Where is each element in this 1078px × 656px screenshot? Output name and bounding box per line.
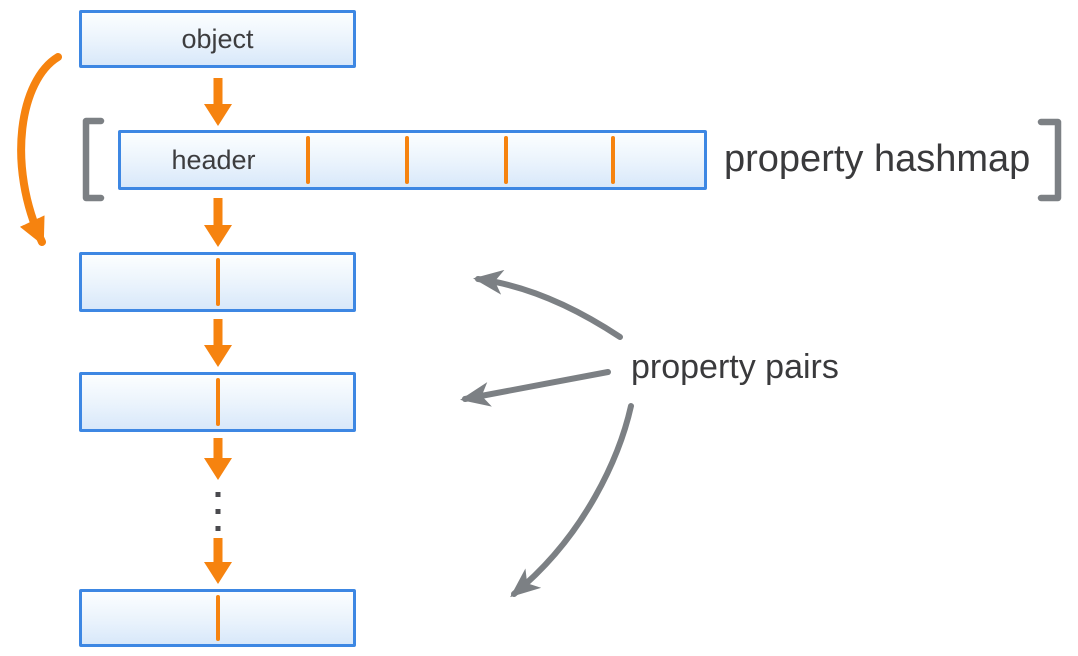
property-pair-box-2: [79, 372, 356, 432]
pointer-arrow-bottom-icon: [510, 403, 634, 598]
ellipsis-dots: [215, 492, 221, 531]
arrow-ellipsis-to-pair3: [204, 538, 232, 584]
curved-arrow-object-to-pair1: [17, 53, 62, 246]
property-hashmap-label: property hashmap: [724, 138, 1031, 180]
arrow-pair2-to-ellipsis: [204, 438, 232, 480]
object-box: object: [79, 10, 356, 68]
pair-divider: [215, 595, 220, 641]
left-bracket-icon: [82, 117, 105, 202]
pointer-arrow-middle-icon: [460, 369, 611, 407]
object-label: object: [181, 23, 254, 54]
pair-divider: [215, 378, 220, 426]
property-pair-box-1: [79, 252, 356, 312]
property-pairs-label: property pairs: [631, 348, 839, 386]
hashmap-slot-divider: [504, 136, 508, 184]
arrow-pair1-to-pair2: [204, 319, 232, 367]
hashmap-slot-divider: [306, 136, 310, 184]
hashmap-row: header: [118, 130, 707, 190]
property-pair-box-3: [79, 589, 356, 647]
header-label: header: [171, 144, 256, 175]
hashmap-slot-divider: [611, 136, 615, 184]
right-bracket-icon: [1037, 118, 1062, 202]
arrow-object-to-header: [204, 78, 232, 126]
arrow-header-to-pair1: [204, 198, 232, 247]
pointer-arrow-top-icon: [473, 269, 623, 340]
hashmap-slot-divider: [405, 136, 409, 184]
pair-divider: [215, 258, 220, 306]
